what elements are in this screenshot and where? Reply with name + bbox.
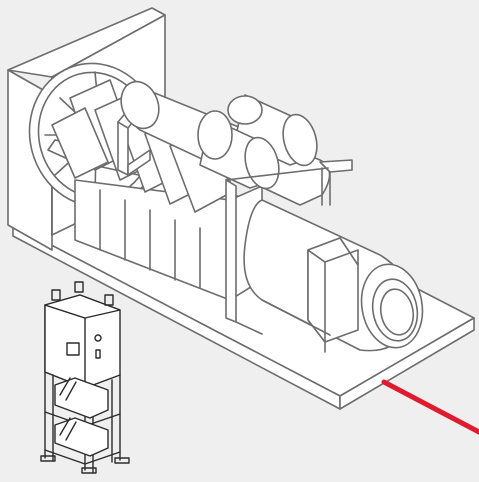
engine-frame	[225, 159, 353, 323]
fuel-tank-rack	[40, 281, 130, 474]
exhaust-silencers	[197, 94, 318, 190]
control-box	[307, 237, 359, 353]
rack-panel-icon	[66, 342, 80, 356]
power-cable	[381, 379, 479, 435]
skid-rail	[235, 299, 331, 336]
